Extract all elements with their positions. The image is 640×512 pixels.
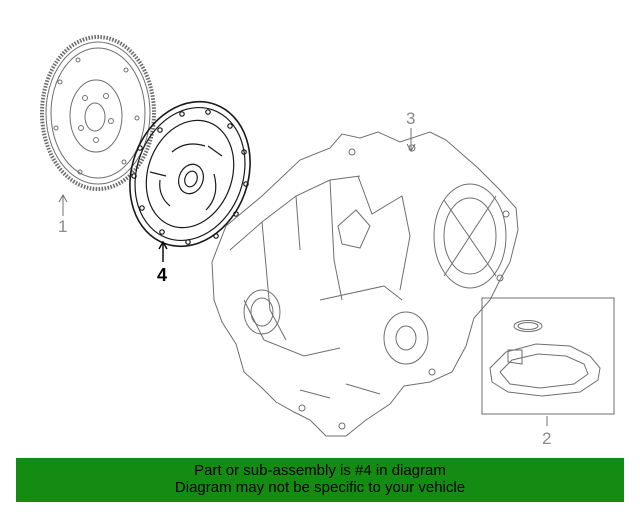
filter-part-2[interactable]	[481, 297, 615, 415]
banner-line-2: Diagram may not be specific to your vehi…	[174, 479, 466, 496]
callout-2[interactable]: 2	[542, 429, 552, 448]
callout-4[interactable]: 4	[157, 265, 168, 285]
callout-3[interactable]: 3	[406, 109, 416, 128]
info-banner: Part or sub-assembly is #4 in diagram Di…	[16, 458, 624, 502]
flywheel-part-1[interactable]	[40, 35, 156, 191]
flexplate-part-4[interactable]	[110, 85, 270, 264]
leader-line-4	[158, 240, 168, 262]
banner-line-1: Part or sub-assembly is #4 in diagram	[194, 462, 446, 479]
parts-diagram	[40, 35, 615, 437]
transaxle-part-3[interactable]	[211, 131, 519, 437]
leader-lines	[58, 128, 548, 426]
callout-1[interactable]: 1	[58, 217, 68, 236]
